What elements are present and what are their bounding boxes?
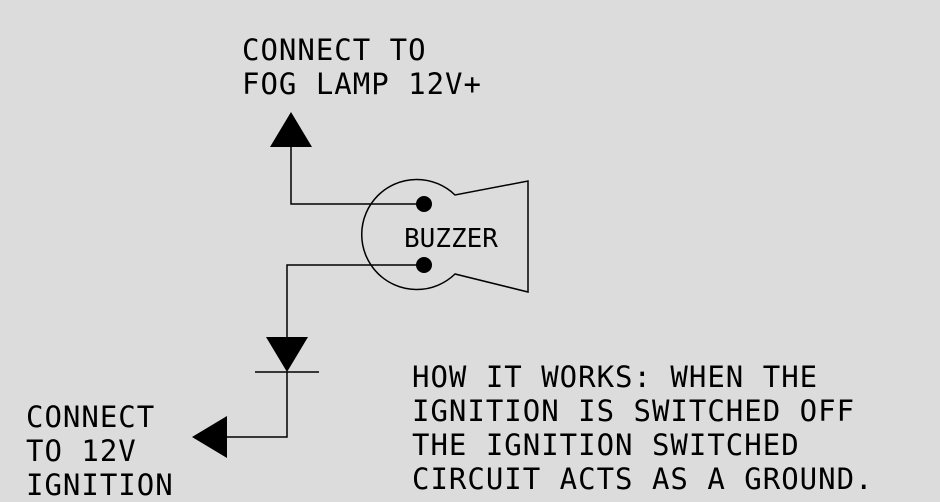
how-it-works-line2: IGNITION IS SWITCHED OFF <box>412 394 856 428</box>
fog-lamp-label-line1: CONNECT TO <box>242 33 427 67</box>
buzzer-contact-top <box>416 196 432 212</box>
how-it-works-line4: CIRCUIT ACTS AS A GROUND. <box>412 462 874 496</box>
ignition-label-line1: CONNECT <box>26 400 156 434</box>
ignition-label-line3: IGNITION <box>26 468 174 502</box>
buzzer-label: BUZZER <box>404 224 498 254</box>
ignition-terminal-arrow <box>192 416 227 458</box>
fog-lamp-terminal-arrow <box>270 112 312 147</box>
how-it-works-line1: HOW IT WORKS: WHEN THE <box>412 360 819 394</box>
diode-to-ignition-wire <box>227 372 288 438</box>
how-it-works-line3: THE IGNITION SWITCHED <box>412 428 800 462</box>
fog-lamp-wire <box>290 147 424 205</box>
buzzer-body <box>360 178 529 293</box>
diode-symbol <box>266 337 308 372</box>
ignition-label-line2: TO 12V <box>26 434 137 468</box>
fog-lamp-label-line2: FOG LAMP 12V+ <box>242 67 482 101</box>
buzzer-to-diode-wire <box>286 264 424 337</box>
